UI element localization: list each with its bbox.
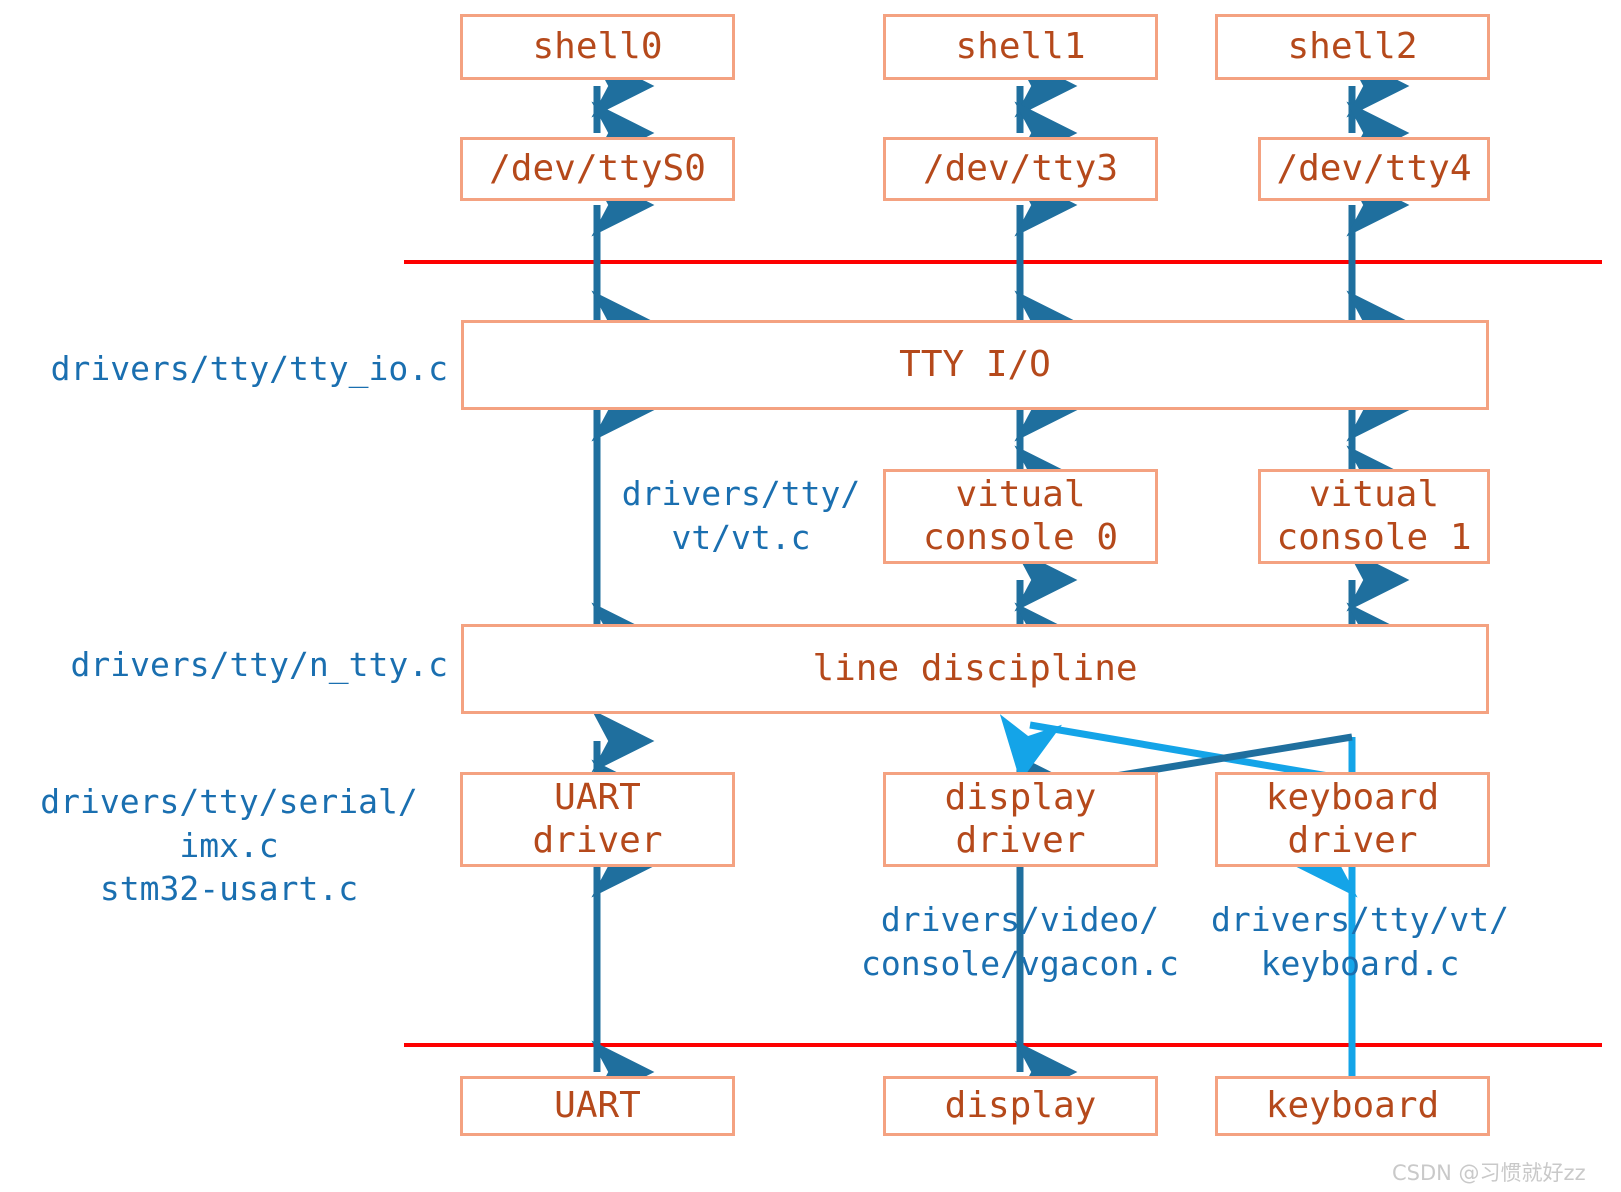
box-shell1[interactable]: shell1 (883, 14, 1158, 80)
label-keyboard-source: drivers/tty/vt/ keyboard.c (1210, 900, 1509, 983)
box-dev-tty3[interactable]: /dev/tty3 (883, 137, 1158, 201)
box-shell0[interactable]: shell0 (460, 14, 735, 80)
label-vt-source: drivers/tty/ vt/vt.c (621, 474, 861, 557)
box-shell2[interactable]: shell2 (1215, 14, 1490, 80)
box-uart[interactable]: UART (460, 1076, 735, 1136)
label-vgacon-source: drivers/video/ console/vgacon.c (861, 900, 1179, 983)
userspace-kernel-separator (404, 260, 1602, 264)
watermark: CSDN @习惯就好zz (1392, 1161, 1586, 1185)
box-display-driver[interactable]: display driver (883, 772, 1158, 867)
box-display[interactable]: display (883, 1076, 1158, 1136)
box-keyboard[interactable]: keyboard (1215, 1076, 1490, 1136)
box-keyboard-driver[interactable]: keyboard driver (1215, 772, 1490, 867)
box-vitual-console-0[interactable]: vitual console 0 (883, 469, 1158, 564)
label-serial-source: drivers/tty/serial/ imx.c stm32-usart.c (40, 782, 418, 909)
box-uart-driver[interactable]: UART driver (460, 772, 735, 867)
box-dev-ttys0[interactable]: /dev/ttyS0 (460, 137, 735, 201)
box-vitual-console-1[interactable]: vitual console 1 (1258, 469, 1490, 564)
kernel-hardware-separator (404, 1043, 1602, 1047)
box-line-discipline[interactable]: line discipline (461, 624, 1489, 714)
box-dev-tty4[interactable]: /dev/tty4 (1258, 137, 1490, 201)
label-n-tty-source: drivers/tty/n_tty.c (70, 645, 449, 684)
box-tty-io[interactable]: TTY I/O (461, 320, 1489, 410)
label-tty-io-source: drivers/tty/tty_io.c (50, 349, 448, 388)
